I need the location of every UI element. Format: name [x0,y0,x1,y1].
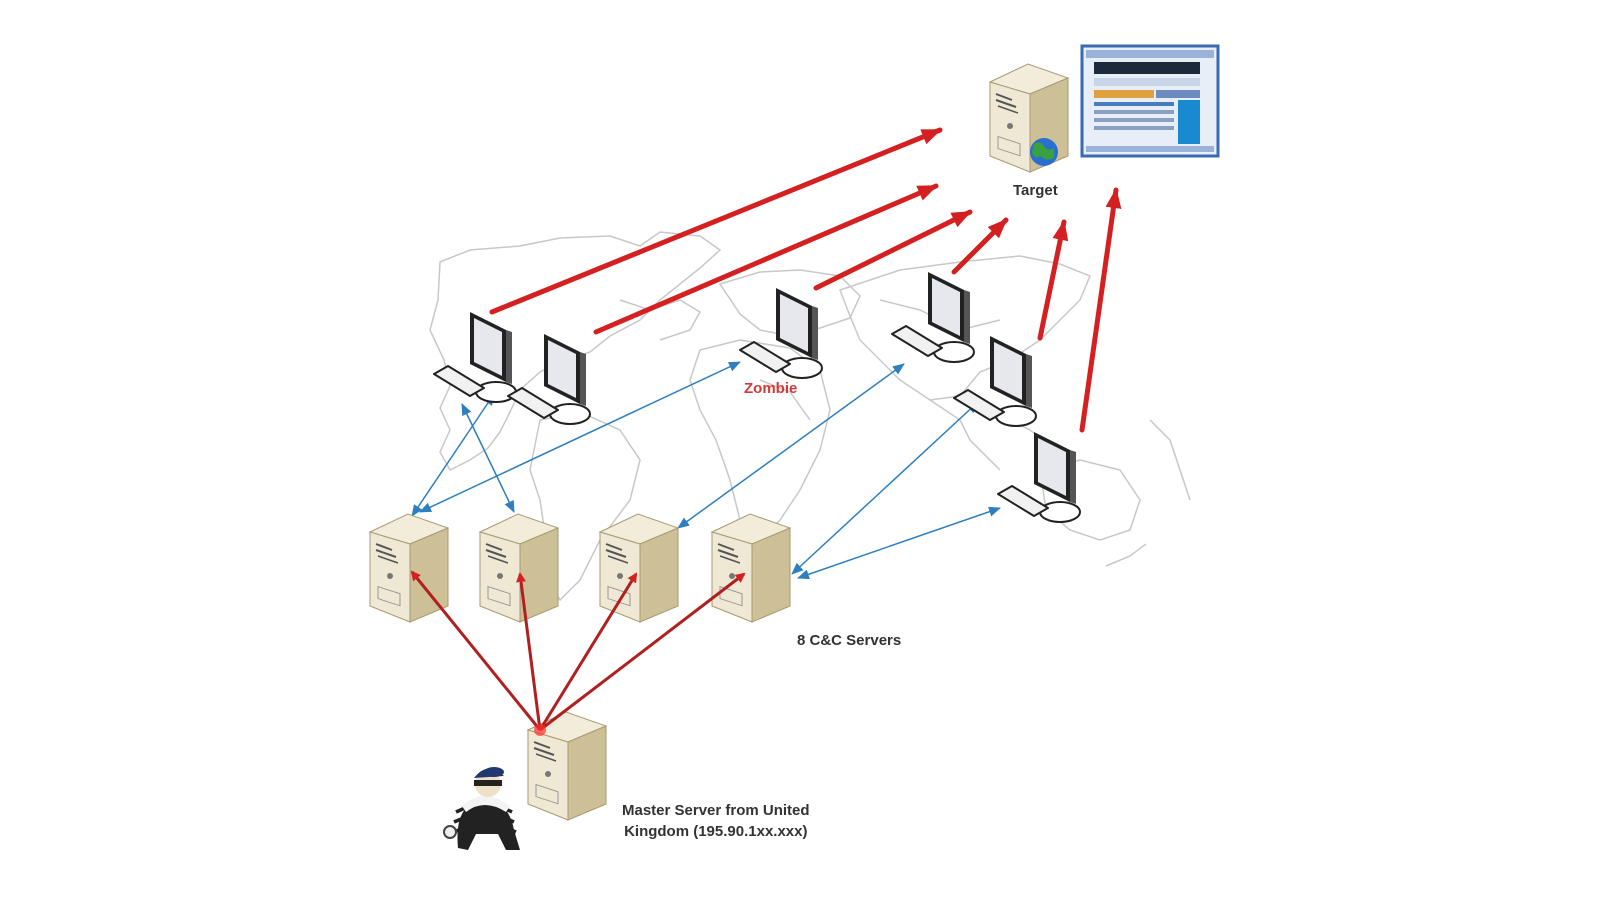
attack-arrow [489,127,943,315]
command-arrow [538,572,638,731]
master-server-label: Master Server from United Kingdom (195.9… [622,800,810,842]
cc-servers-label: 8 C&C Servers [797,632,902,649]
zombie-computer-icon [997,431,1081,523]
control-arrows [411,361,1001,580]
command-arrows [410,570,746,736]
attack-arrow [813,209,973,291]
command-arrow [539,572,746,732]
attack-arrow [1037,219,1069,341]
cc-server-icon [479,513,559,623]
cc-server-icon [599,513,679,623]
attack-arrows [489,127,1122,433]
zombie-computer-icon [891,271,975,363]
command-arrow [516,572,542,731]
attack-arrow [593,183,939,335]
zombie-computer-icon [507,333,591,425]
master-server-label-line1: Master Server from United [622,802,810,819]
attack-arrow [1079,187,1122,433]
zombie-computer-icon [433,311,517,403]
browser-window-icon [1080,44,1220,158]
zombie-label: Zombie [744,380,798,397]
master-server-label-line2: Kingdom (195.90.1xx.xxx) [624,823,808,840]
zombie-computer-icon [739,287,823,379]
cc-server-icon [711,513,791,623]
control-arrow [677,363,905,529]
attacker-icon [443,767,520,850]
control-arrow [797,506,1001,580]
attack-arrow [951,217,1009,275]
target-label: Target [1013,182,1058,199]
cc-server-icon [369,513,449,623]
control-arrow [411,393,495,517]
command-arrow [410,570,542,731]
target-server-icon [989,63,1069,173]
